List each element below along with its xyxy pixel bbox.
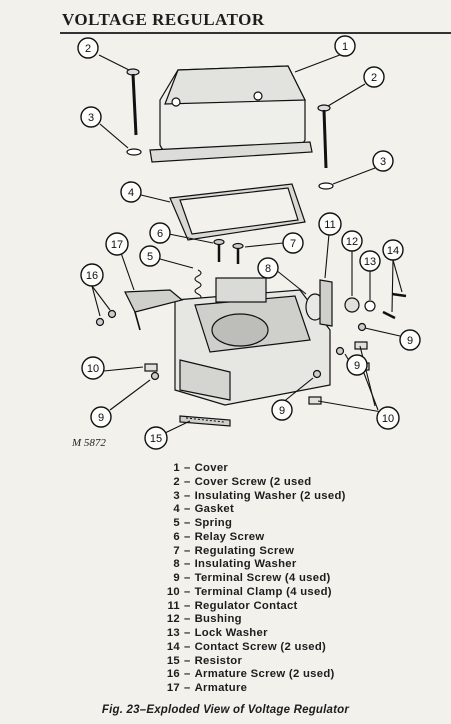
callout-7: 7 [282, 232, 304, 254]
parts-legend: 1–Cover 2–Cover Screw (2 used 3–Insulati… [160, 462, 346, 696]
svg-text:2: 2 [371, 72, 377, 84]
svg-text:17: 17 [111, 239, 123, 251]
cover-screw-right [317, 104, 331, 169]
regulating-screw [232, 242, 244, 264]
callout-17: 17 [105, 232, 129, 256]
leader-lines [91, 52, 403, 434]
callout-9: 9 [346, 354, 368, 376]
title-rule [60, 32, 451, 34]
svg-text:7: 7 [290, 238, 296, 250]
svg-text:3: 3 [380, 156, 386, 168]
insulating-washer-left [126, 148, 142, 156]
page-title: VOLTAGE REGULATOR [62, 10, 265, 29]
legend-item: 13–Lock Washer [166, 627, 268, 639]
legend-item: 4–Gasket [173, 503, 235, 516]
cover [149, 65, 313, 163]
legend-item: 8–Insulating Washer [173, 558, 297, 571]
spring [194, 269, 202, 301]
legend-item: 11–Regulator Contact [167, 599, 298, 612]
svg-text:10: 10 [382, 413, 394, 425]
svg-text:8: 8 [265, 263, 271, 275]
callout-14: 14 [382, 239, 404, 261]
contact-screw-b [391, 292, 407, 298]
contact-screw-a [382, 310, 396, 320]
svg-text:12: 12 [346, 236, 358, 248]
callout-3: 3 [80, 106, 102, 128]
legend-item: 7–Regulating Screw [173, 544, 295, 557]
legend-item: 15–Resistor [166, 654, 243, 667]
callout-2: 2 [363, 66, 385, 88]
legend-item: 6–Relay Screw [173, 530, 265, 543]
legend-item: 16–Armature Screw (2 used) [166, 668, 335, 681]
svg-text:9: 9 [354, 360, 360, 372]
callout-16: 16 [80, 263, 104, 287]
relay-screw [213, 238, 225, 262]
svg-text:9: 9 [279, 405, 285, 417]
legend-item: 5–Spring [173, 517, 233, 529]
resistor [179, 415, 231, 427]
svg-text:11: 11 [324, 219, 335, 231]
callout-12: 12 [341, 230, 363, 252]
legend-item: 2–Cover Screw (2 used [173, 475, 312, 488]
cover-screw-left [126, 68, 140, 136]
callout-4: 4 [120, 181, 142, 203]
armature-screw-b [107, 309, 117, 319]
callout-6: 6 [149, 222, 171, 244]
svg-text:6: 6 [157, 228, 163, 240]
svg-text:15: 15 [150, 433, 162, 445]
bushing [344, 297, 360, 313]
callout-1: 1 [334, 35, 356, 57]
legend-item: 10–Terminal Clamp (4 used) [166, 585, 332, 598]
plate-code: M 5872 [72, 437, 106, 449]
terminal-screw [335, 346, 345, 356]
svg-text:2: 2 [85, 43, 91, 55]
exploded-view-diagram: 1 2 2 3 3 4 5 6 7 8 9 9 9 9 10 10 11 12 … [77, 35, 421, 450]
callout-9: 9 [90, 406, 112, 428]
callout-10: 10 [376, 406, 400, 430]
terminal-clamp [308, 396, 322, 405]
legend-item: 12–Bushing [166, 613, 242, 626]
terminal-screw [150, 371, 160, 381]
regulator-contact [319, 279, 333, 327]
legend-item: 1–Cover [173, 462, 229, 474]
legend-item: 9–Terminal Screw (4 used) [173, 572, 331, 584]
figure-caption: Fig. 23–Exploded View of Voltage Regulat… [101, 704, 350, 716]
legend-item: 17–Armature [166, 682, 248, 694]
armature [124, 289, 184, 331]
armature-screw-a [95, 317, 105, 327]
terminal-clamp [144, 363, 158, 372]
svg-text:9: 9 [407, 335, 413, 347]
callout-5: 5 [139, 245, 161, 267]
terminal-screw [312, 369, 322, 379]
callout-10: 10 [81, 356, 105, 380]
callout-11: 11 [318, 212, 342, 236]
regulator-base [174, 277, 331, 406]
callout-15: 15 [144, 426, 168, 450]
svg-text:16: 16 [86, 270, 98, 282]
lock-washer [364, 300, 376, 312]
callout-9: 9 [271, 399, 293, 421]
svg-text:14: 14 [387, 245, 399, 257]
callout-3: 3 [372, 150, 394, 172]
terminal-screw [357, 322, 367, 332]
svg-text:9: 9 [98, 412, 104, 424]
svg-text:10: 10 [87, 363, 99, 375]
legend-item: 14–Contact Screw (2 used) [166, 640, 327, 653]
svg-text:13: 13 [364, 256, 376, 268]
callout-8: 8 [257, 257, 279, 279]
callout-2: 2 [77, 37, 99, 59]
svg-text:4: 4 [128, 187, 134, 199]
callout-9: 9 [399, 329, 421, 351]
legend-item: 3–Insulating Washer (2 used) [173, 489, 346, 502]
insulating-washer-right [318, 182, 334, 190]
svg-text:5: 5 [147, 251, 153, 263]
svg-text:1: 1 [342, 41, 348, 53]
svg-text:3: 3 [88, 112, 94, 124]
gasket [169, 183, 306, 241]
callout-13: 13 [359, 250, 381, 272]
